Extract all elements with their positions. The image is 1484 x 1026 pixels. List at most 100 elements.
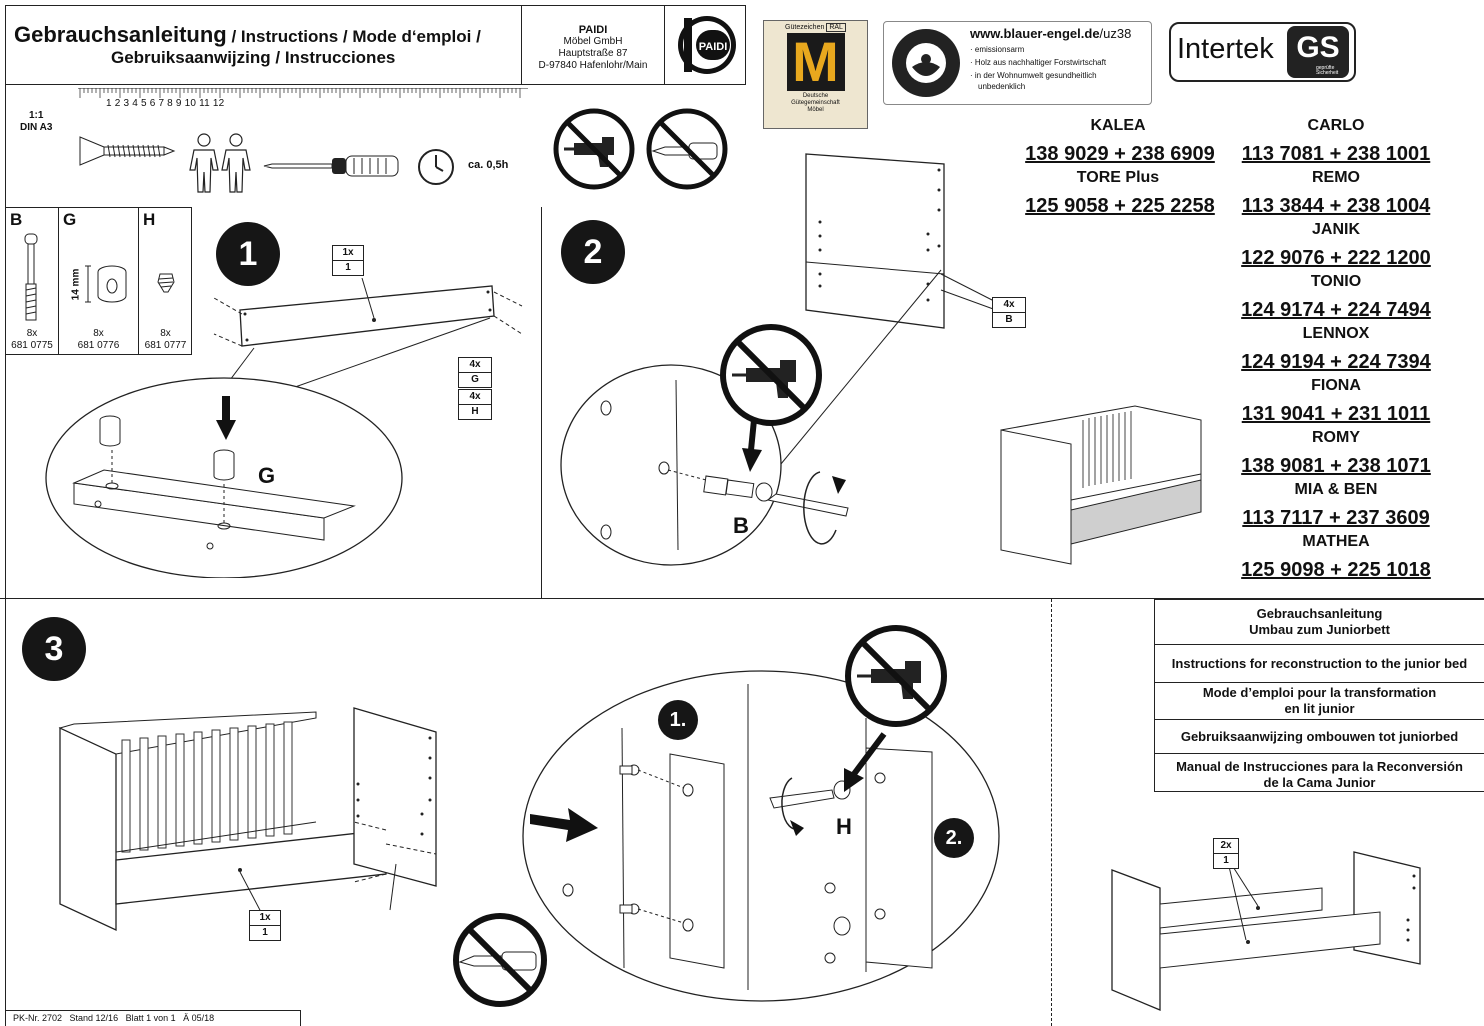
document-title: Gebrauchsanleitung / Instructions / Mode… [14, 22, 519, 48]
gs-text: GS [1296, 31, 1340, 64]
part-g-qty: 8x [93, 328, 104, 339]
part-b-letter: B [10, 210, 23, 229]
tag-4x-h-qty: 4x [459, 390, 491, 405]
lang-en: Instructions for reconstruction to the j… [1155, 644, 1484, 682]
lang-fr-line2: en lit junior [1284, 701, 1355, 716]
lang-es-line1: Manual de Instrucciones para la Reconver… [1176, 758, 1463, 774]
model-number-mathea: 125 9098 + 225 1018 [1241, 559, 1431, 581]
step-1-drawing [45, 278, 523, 578]
section-divider-h [0, 598, 1484, 599]
lang-fr-line1: Mode d’emploi pour la transformation [1202, 685, 1437, 700]
lang-de-line2: Umbau zum Juniorbett [1249, 622, 1390, 637]
part-b-qty: 8x [26, 328, 38, 339]
intertek-text: Intertek [1177, 33, 1274, 65]
part-g-info: 8x 681 0776 [59, 328, 138, 352]
step-1-tag-bottom: 1 [345, 262, 351, 273]
step-2-no-drill-icon [720, 324, 822, 426]
company-line2: Hauptstraße 87 [558, 48, 628, 59]
gs-mark: GS [1287, 26, 1349, 78]
bolt-b-icon [24, 233, 38, 321]
step-2-drawing [560, 153, 997, 566]
model-list-left: KALEA 138 9029 + 238 6909 TORE Plus 125 … [1013, 116, 1223, 220]
model-name-tore-plus: TORE Plus [1076, 169, 1160, 186]
screw-icon [79, 136, 176, 166]
step-3-crib-drawing [58, 707, 437, 932]
model-name-mathea: MATHEA [1302, 533, 1370, 550]
lang-de: Gebrauchsanleitung Umbau zum Juniorbett [1155, 600, 1484, 644]
ral-top-text: Gütezeichen [785, 24, 825, 31]
model-name-fiona: FIONA [1311, 377, 1361, 394]
blauer-engel-text: www.blauer-engel.de/uz38 · emissionsarm … [970, 26, 1145, 91]
blauer-engel-emblem [892, 29, 960, 97]
company-address: PAIDI Möbel GmbH Hauptstraße 87 D-97840 … [522, 24, 664, 72]
footer-text: PK-Nr. 2702 Stand 12/16 Blatt 1 von 1 Ä … [13, 1013, 215, 1023]
model-name-carlo: CARLO [1307, 117, 1365, 134]
tag-4x-g-part: G [471, 374, 479, 385]
blauer-url-bold: www.blauer-engel.de [970, 26, 1100, 41]
model-number-janik: 122 9076 + 222 1200 [1241, 247, 1431, 269]
no-screwdriver-icon [646, 108, 728, 190]
model-name-lennox: LENNOX [1302, 325, 1370, 342]
tag-4x-b-qty: 4x [993, 298, 1025, 313]
title-main: Gebrauchsanleitung [14, 22, 227, 47]
two-persons-icon [189, 133, 251, 193]
step-3-sub-2-badge: 2. [934, 818, 974, 858]
part-h-code: 681 0777 [144, 340, 187, 351]
tag-4x-b: 4x B [992, 297, 1026, 328]
blauer-item2: Holz aus nachhaltiger Forstwirtschaft [974, 58, 1107, 67]
part-g-code: 681 0776 [77, 340, 120, 351]
junior-tag-bottom: 1 [1223, 855, 1229, 866]
part-g-letter: G [63, 210, 77, 229]
paper-size: DIN A3 [20, 122, 53, 133]
time-estimate: ca. 0,5h [468, 159, 509, 171]
language-table: Gebrauchsanleitung Umbau zum Juniorbett … [1154, 599, 1484, 792]
model-name-remo: REMO [1312, 169, 1360, 186]
model-list-right: CARLO 113 7081 + 238 1001 REMO 113 3844 … [1231, 116, 1441, 584]
lang-fr: Mode d’emploi pour la transformation en … [1155, 682, 1484, 719]
intertek-gs-badge [1169, 22, 1356, 82]
step-3-no-drill-icon [845, 625, 947, 727]
clock-icon [418, 149, 454, 185]
paidi-logo-text: PAIDI [699, 41, 728, 53]
step-3-no-screwdriver-icon [453, 913, 547, 1007]
tag-4x-h: 4x H [458, 389, 492, 420]
part-b-info: 8x 681 0775 [6, 328, 58, 352]
step-3-part-h-label: H [836, 814, 852, 839]
company-name: PAIDI [578, 24, 608, 36]
step-3-qty-tag: 1x 1 [249, 910, 281, 941]
lang-es: Manual de Instrucciones para la Reconver… [1155, 753, 1484, 795]
model-number-fiona: 131 9041 + 231 1011 [1241, 403, 1431, 425]
ral-quality-badge: Gütezeichen RAL M Deutsche Gütegemeinsch… [763, 20, 868, 129]
scale-label: 1:1 DIN A3 [20, 110, 52, 134]
model-number-lennox: 124 9194 + 224 7394 [1241, 351, 1431, 373]
step-3-tag-top: 1x [250, 911, 280, 926]
part-b-code: 681 0775 [11, 340, 53, 351]
step-3-sub-1-badge: 1. [658, 700, 698, 740]
section-divider-v [541, 207, 542, 599]
tag-4x-h-part: H [471, 406, 479, 417]
model-number-mia-ben: 113 7117 + 237 3609 [1242, 507, 1430, 529]
part-h-qty: 8x [160, 328, 171, 339]
part-h-info: 8x 681 0777 [139, 328, 192, 352]
gs-small-text: geprüfte Sicherheit [1316, 65, 1339, 76]
ral-bottom3: Möbel [807, 107, 824, 113]
tag-4x-b-part: B [1005, 314, 1013, 325]
step-1-qty-tag: 1x 1 [332, 245, 364, 276]
paidi-logo: PAIDI [678, 16, 736, 74]
cam-lock-g-icon [85, 265, 127, 303]
footer-box [5, 1010, 301, 1026]
model-name-tonio: TONIO [1310, 273, 1362, 290]
logo-box [664, 5, 746, 85]
ruler [78, 88, 528, 98]
scale-ratio: 1:1 [28, 110, 44, 121]
page-border-left [5, 85, 6, 1026]
part-h-letter: H [143, 210, 156, 229]
model-number-carlo: 113 7081 + 238 1001 [1241, 143, 1431, 165]
ral-bottom1: Deutsche [802, 93, 829, 99]
model-number-remo: 113 3844 + 238 1004 [1241, 195, 1431, 217]
step-3-tag-bottom: 1 [262, 927, 268, 938]
blauer-item4: unbedenklich [978, 82, 1026, 91]
screwdriver-icon [263, 155, 399, 177]
ral-bottom2: Gütegemeinschaft [791, 100, 840, 106]
no-drill-icon [553, 108, 635, 190]
